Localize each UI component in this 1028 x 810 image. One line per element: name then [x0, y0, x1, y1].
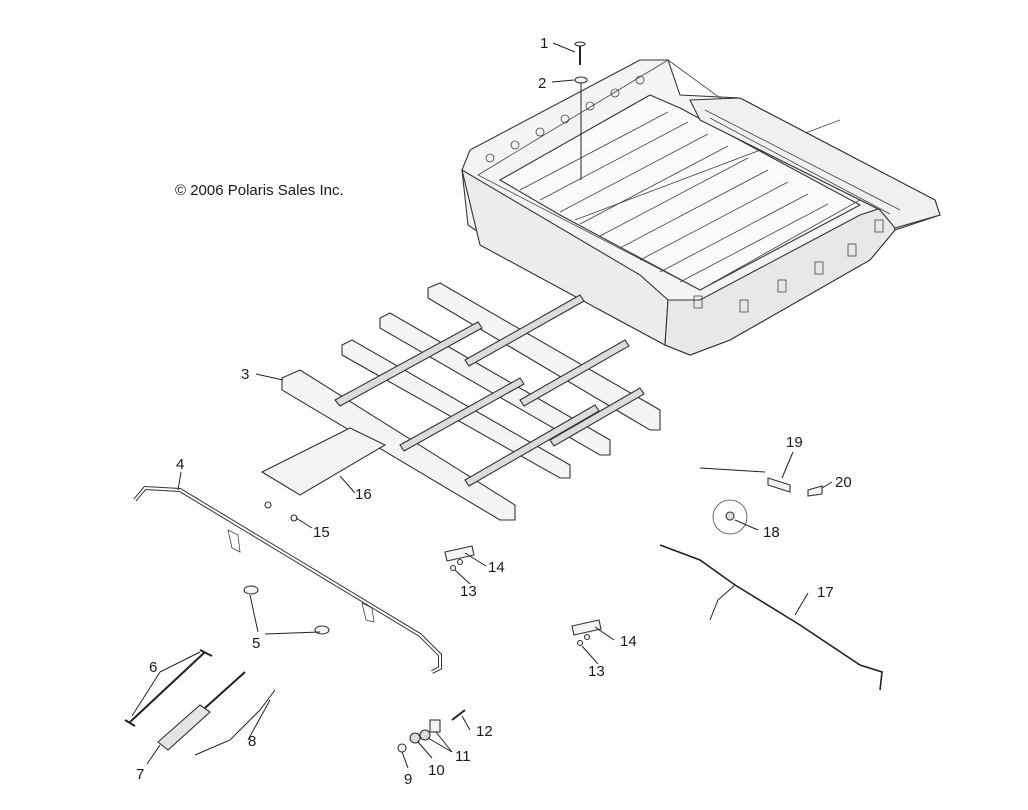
callout-13-upper: 13: [460, 583, 477, 600]
part-15-screws: [264, 501, 298, 522]
part-2-washer: [574, 76, 588, 180]
callout-5: 5: [252, 635, 260, 652]
callout-17: 17: [817, 584, 834, 601]
part-8-cable: [194, 689, 276, 756]
callout-2: 2: [538, 75, 546, 92]
leader-lines: [131, 42, 833, 769]
callout-13-lower: 13: [588, 663, 605, 680]
callout-8: 8: [248, 733, 256, 750]
part-7-gas-strut: [157, 671, 246, 751]
callout-19: 19: [786, 434, 803, 451]
part-12-bolt: [451, 709, 466, 721]
copyright-notice: © 2006 Polaris Sales Inc.: [175, 182, 344, 199]
callout-10: 10: [428, 762, 445, 779]
part-10-washer: [409, 732, 421, 744]
part-20-clip: [807, 485, 823, 497]
part-19-pin: [767, 477, 791, 493]
callout-6: 6: [149, 659, 157, 676]
part-3-frame: [281, 282, 661, 521]
cargo-box: [461, 59, 941, 356]
callout-7: 7: [136, 766, 144, 783]
part-6-pin: [124, 649, 213, 727]
callout-4: 4: [176, 456, 184, 473]
part-14-bracket-lower: [571, 619, 602, 641]
part-11-latch: [419, 719, 441, 741]
callout-15: 15: [313, 524, 330, 541]
part-17-harness: [659, 544, 883, 691]
callout-20: 20: [835, 474, 852, 491]
callout-labels: 1 2 3 4 5 6 7 8 9 10 11 12 13 13 14 14 1…: [136, 35, 852, 788]
callout-11: 11: [455, 748, 471, 765]
callout-18: 18: [763, 524, 780, 541]
part-1-bolt: [574, 41, 586, 65]
callout-14-upper: 14: [488, 559, 505, 576]
callout-9: 9: [404, 771, 412, 788]
callout-12: 12: [476, 723, 493, 740]
part-9-nut: [397, 743, 407, 753]
callout-16: 16: [355, 486, 372, 503]
part-13-screw-upper: [449, 564, 457, 572]
part-18-grommet: [712, 499, 748, 535]
part-5-bushings: [243, 585, 330, 635]
part-16-panel: [260, 427, 387, 496]
callout-1: 1: [540, 35, 548, 52]
callout-3: 3: [241, 366, 249, 383]
part-4-rod: [133, 485, 442, 674]
part-14-bracket-upper: [444, 545, 475, 566]
callout-14-lower: 14: [620, 633, 637, 650]
part-13-screw-lower: [576, 639, 584, 647]
